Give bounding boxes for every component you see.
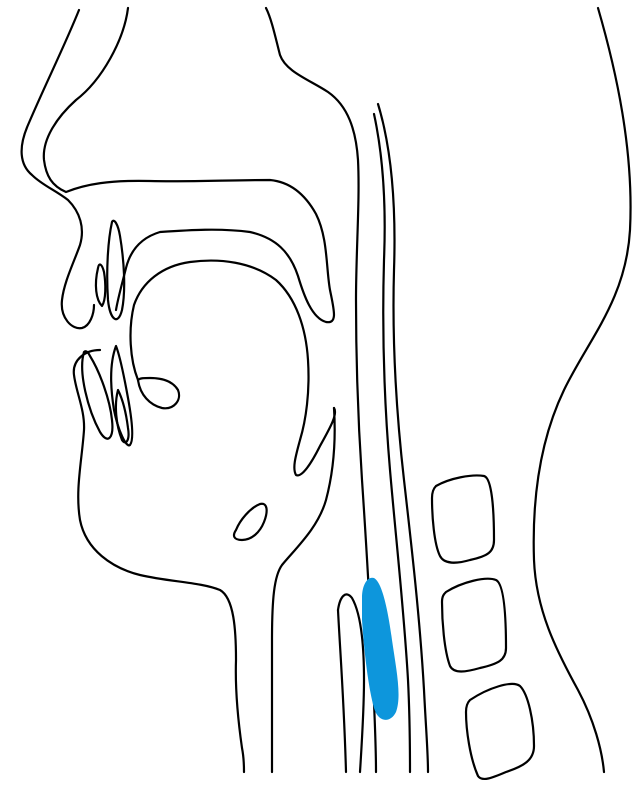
lower-lip-outline (82, 351, 112, 438)
face-profile-outline (22, 10, 94, 328)
highlighted-structure (362, 578, 399, 720)
nasal-concha-2 (96, 265, 105, 306)
nasal-concha-1 (107, 221, 124, 319)
vertebra-1 (432, 475, 494, 562)
laryngeal-wall-outline (338, 610, 346, 772)
nasal-cavity-outline (44, 8, 334, 322)
lower-face-outline (74, 350, 244, 772)
posterior-pharyngeal-wall (266, 8, 376, 772)
hyoid-outline (234, 504, 267, 540)
tongue-tip-outline (138, 378, 179, 408)
vertebra-3 (466, 684, 534, 779)
epiglottis-outline (272, 408, 335, 772)
posterior-neck-outline (534, 8, 631, 772)
vertebra-2 (442, 579, 506, 672)
